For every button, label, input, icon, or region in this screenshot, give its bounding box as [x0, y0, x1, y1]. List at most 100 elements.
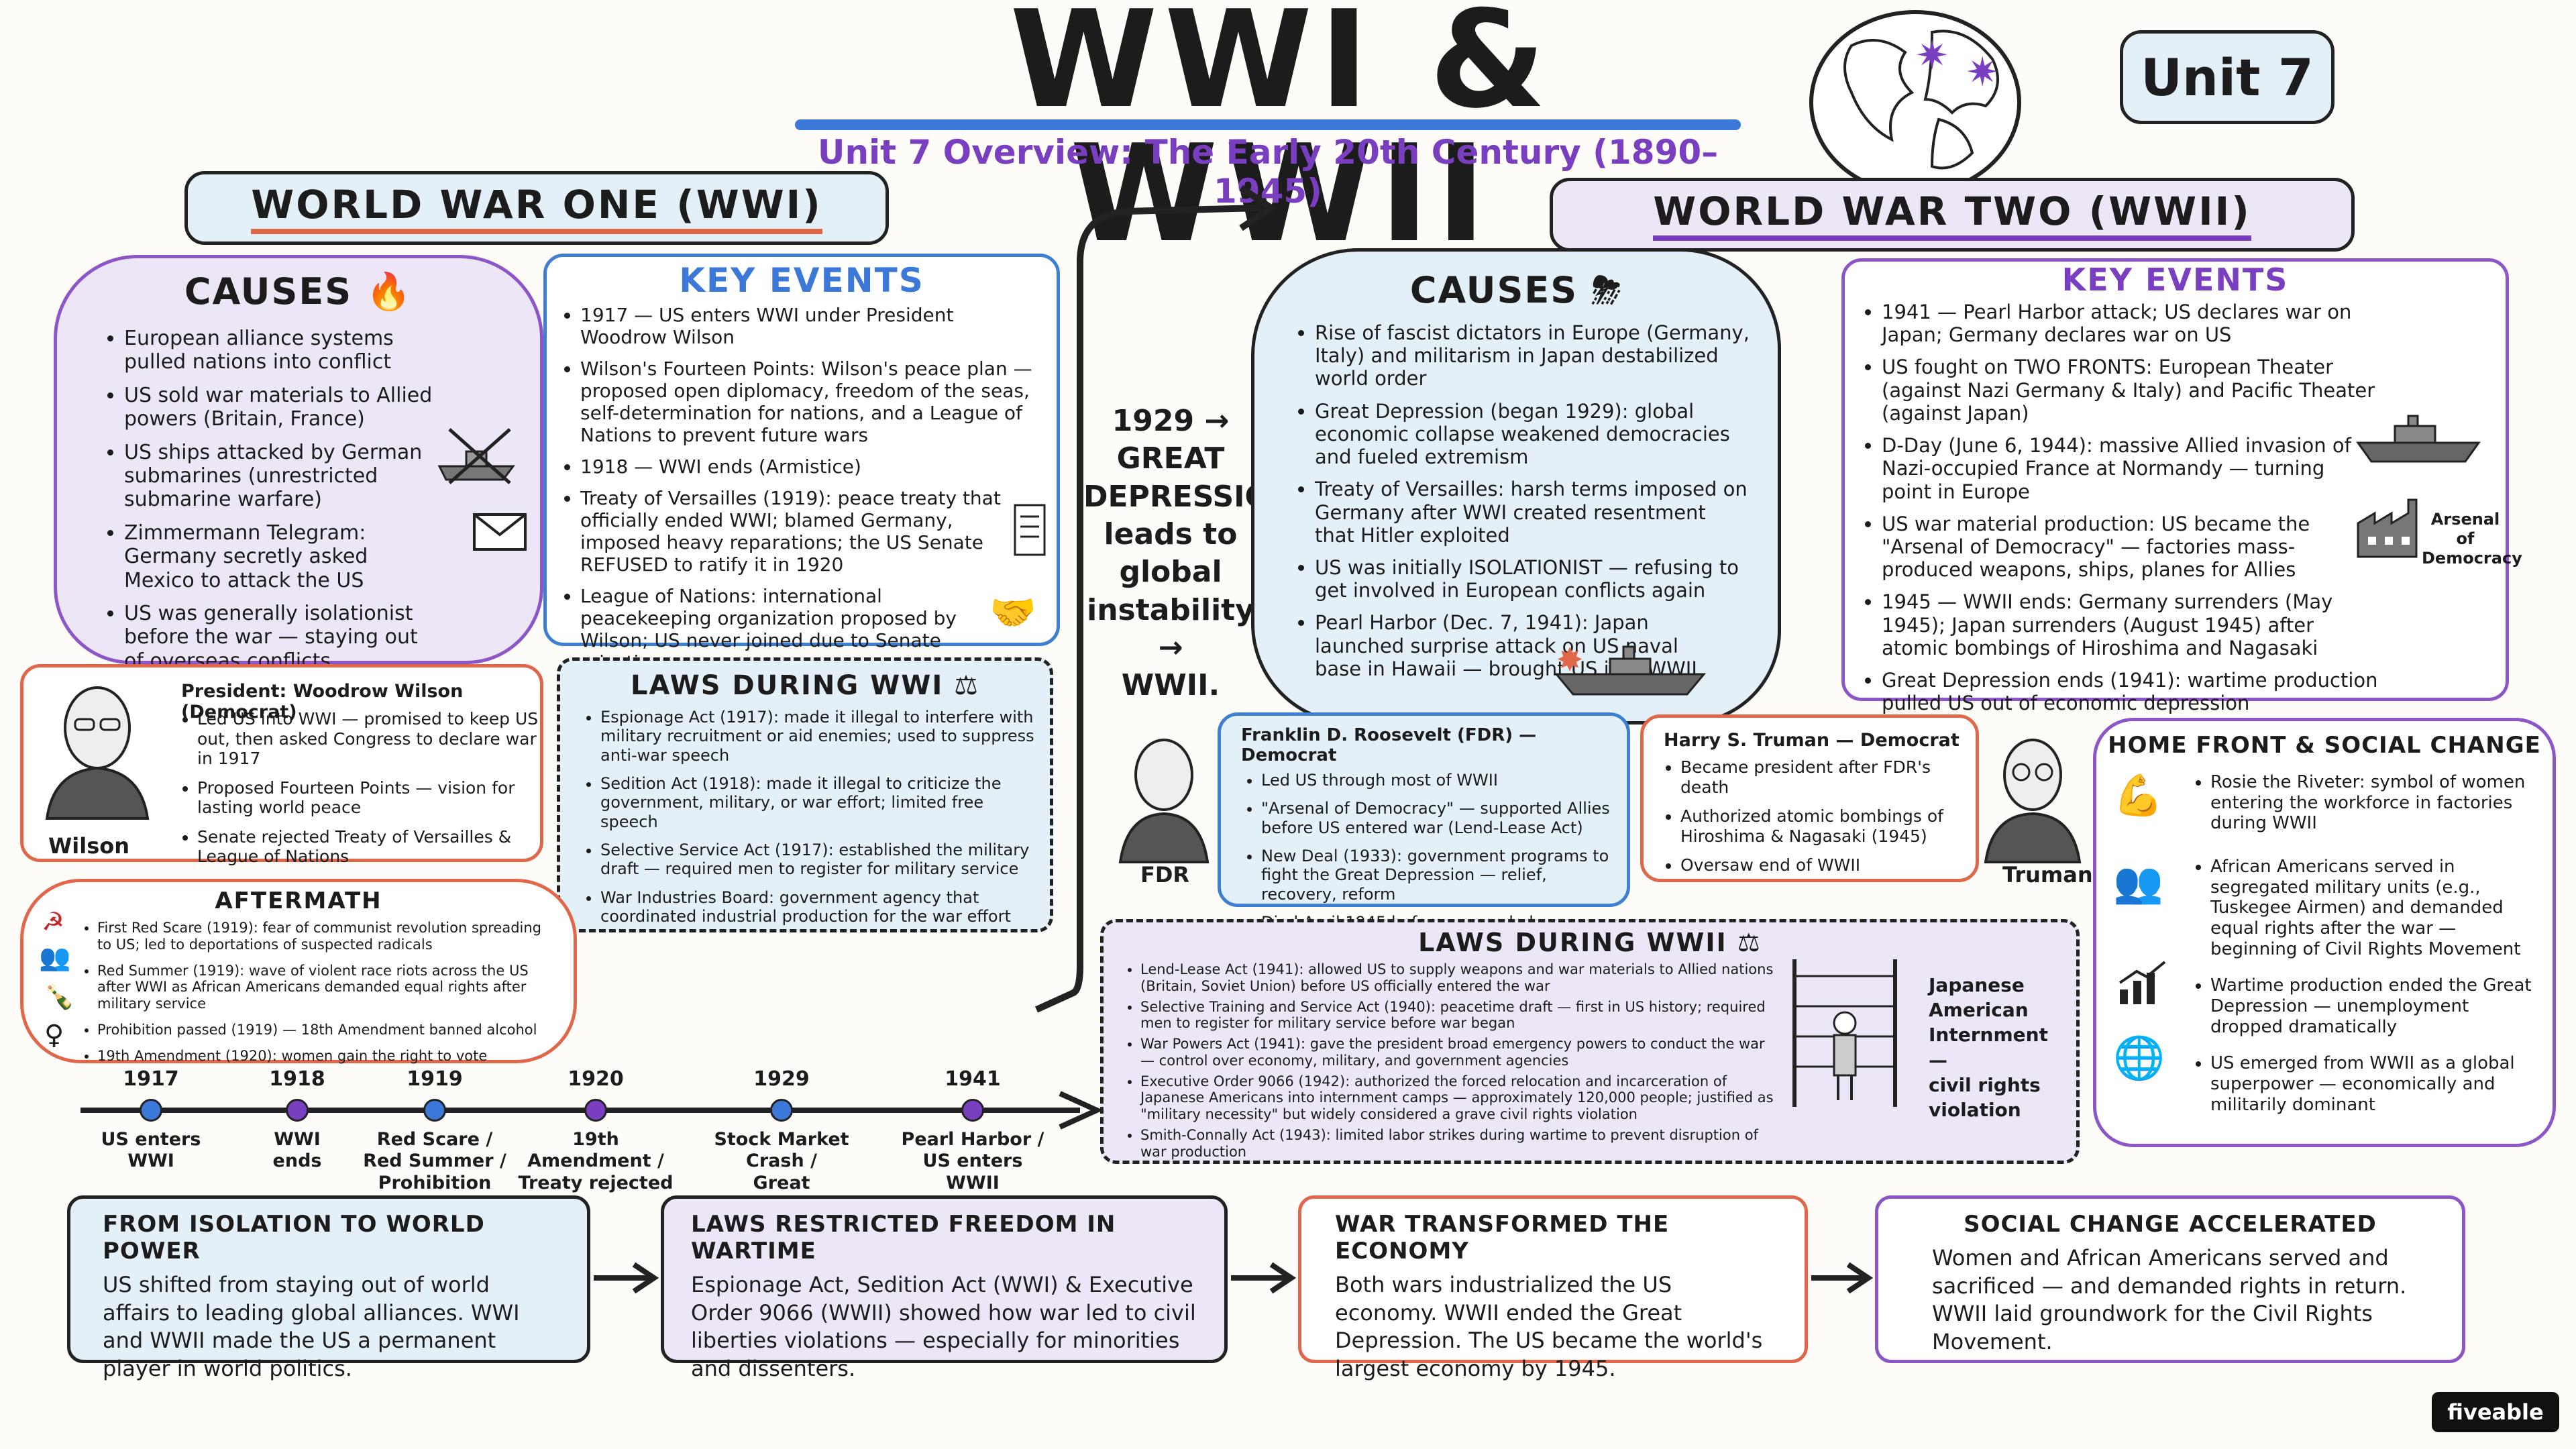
- list-item: Great Depression (began 1929): global ec…: [1315, 400, 1751, 469]
- list-item: Senate rejected Treaty of Versailles & L…: [197, 827, 543, 867]
- bridge-line: DEPRESSION→: [1083, 479, 1320, 514]
- home-front-card: HOME FRONT & SOCIAL CHANGE Rosie the Riv…: [2093, 718, 2556, 1147]
- timeline-label: 19th Amendment /Treaty rejected: [515, 1129, 676, 1194]
- list-item: Red Summer (1919): wave of violent race …: [97, 963, 553, 1012]
- wwi-causes-title: CAUSES: [184, 270, 353, 313]
- scroll-icon: [1014, 504, 1046, 556]
- list-item: Treaty of Versailles: harsh terms impose…: [1315, 478, 1751, 547]
- timeline-label-line: Red Scare /: [376, 1129, 493, 1150]
- brand-label: fiveable: [2447, 1399, 2544, 1425]
- truman-card: Harry S. Truman — Democrat Became presid…: [1640, 714, 1979, 882]
- list-item: League of Nations: international peaceke…: [580, 585, 1043, 674]
- wwii-banner: WORLD WAR TWO (WWII): [1550, 178, 2355, 252]
- summary-card-4: SOCIAL CHANGE ACCELERATED Women and Afri…: [1875, 1195, 2465, 1363]
- summary-title-3: WAR TRANSFORMED THE ECONOMY: [1335, 1211, 1670, 1265]
- flexed-arm-icon: 💪: [2113, 772, 2163, 819]
- bridge-line: 1929 →: [1112, 404, 1230, 438]
- bridge-line: leads to: [1104, 517, 1238, 551]
- timeline-marker: [423, 1099, 446, 1122]
- fire-icon: 🔥: [366, 270, 413, 313]
- wwi-banner-label: WORLD WAR ONE (WWI): [251, 182, 822, 234]
- wwii-causes-list: Rise of fascist dictators in Europe (Ger…: [1254, 321, 1778, 680]
- timeline-label-line: Prohibition: [378, 1172, 492, 1193]
- list-item: US sold war materials to Allied powers (…: [124, 384, 439, 431]
- wwi-laws-list: Espionage Act (1917): made it illegal to…: [560, 708, 1050, 926]
- truman-label: Truman: [2002, 862, 2093, 888]
- list-item: Authorized atomic bombings of Hiroshima …: [1680, 806, 1966, 846]
- globe-icon: ✷ ✷: [1809, 10, 2021, 195]
- list-item: Led US through most of WWII: [1261, 771, 1613, 790]
- list-item: Selective Training and Service Act (1940…: [1140, 999, 1774, 1032]
- internment-line: civil rights: [1929, 1073, 2041, 1096]
- truman-title: Harry S. Truman — Democrat: [1664, 730, 1960, 751]
- gavel-icon: ⚖: [1737, 928, 1762, 957]
- factory-icon: [2357, 498, 2418, 558]
- timeline-label-line: WWI: [127, 1150, 174, 1172]
- list-item: Lend-Lease Act (1941): allowed US to sup…: [1140, 961, 1774, 995]
- internment-label: Japanese American Internment — civil rig…: [1929, 973, 2063, 1122]
- timeline-label-line: Treaty rejected: [518, 1172, 674, 1193]
- list-item: Rise of fascist dictators in Europe (Ger…: [1315, 321, 1751, 390]
- list-item: Sedition Act (1918): made it illegal to …: [600, 774, 1036, 831]
- wwi-causes-list: European alliance systems pulled nations…: [57, 327, 540, 673]
- timeline-marker: [140, 1099, 162, 1122]
- wwi-banner: WORLD WAR ONE (WWI): [184, 171, 889, 245]
- timeline-year: 1919: [407, 1067, 463, 1091]
- gavel-icon: ⚖: [954, 670, 980, 701]
- timeline-label-line: 19th Amendment /: [527, 1129, 664, 1172]
- storm-cloud-icon: ⛈: [1591, 269, 1623, 311]
- list-item: Wartime production ended the Great Depre…: [2210, 975, 2532, 1037]
- list-item: US emerged from WWII as a global superpo…: [2210, 1053, 2532, 1115]
- timeline-marker: [286, 1099, 309, 1122]
- list-item: Executive Order 9066 (1942): authorized …: [1140, 1073, 1774, 1123]
- list-item: 19th Amendment (1920): women gain the ri…: [97, 1048, 553, 1065]
- list-item: US was initially ISOLATIONIST — refusing…: [1315, 556, 1751, 602]
- timeline-label-line: US enters: [101, 1129, 201, 1150]
- timeline-label-line: ends: [272, 1150, 322, 1172]
- list-item: Became president after FDR's death: [1680, 757, 1966, 797]
- list-item: US ships attacked by German submarines (…: [124, 441, 439, 512]
- summary-title-2: LAWS RESTRICTED FREEDOM IN WARTIME: [691, 1211, 1116, 1265]
- unit-badge: Unit 7: [2120, 30, 2334, 124]
- summary-card-1: FROM ISOLATION TO WORLD POWER US shifted…: [67, 1195, 590, 1381]
- venus-icon: ♀: [44, 1020, 64, 1051]
- wwii-laws-title: LAWS DURING WWII: [1418, 928, 1727, 957]
- fdr-list: Led US through most of WWII "Arsenal of …: [1221, 771, 1627, 932]
- handshake-icon: 🤝: [989, 591, 1036, 635]
- list-item: Selective Service Act (1917): establishe…: [600, 841, 1036, 879]
- arsenal-label: Arsenal of Democracy: [2422, 510, 2522, 568]
- chart-up-icon: [2118, 961, 2166, 1004]
- list-item: African Americans served in segregated m…: [2210, 857, 2532, 959]
- wwii-causes-title: CAUSES: [1409, 269, 1578, 311]
- wilson-list: Led US into WWI — promised to keep US ou…: [168, 709, 543, 876]
- list-item: War Industries Board: government agency …: [600, 888, 1036, 926]
- timeline-year: 1918: [269, 1067, 325, 1091]
- wwii-key-events-card: KEY EVENTS 1941 — Pearl Harbor attack; U…: [1841, 258, 2509, 714]
- list-item: Zimmermann Telegram: Germany secretly as…: [124, 521, 439, 592]
- wwi-key-events-card: KEY EVENTS 1917 — US enters WWI under Pr…: [543, 254, 1060, 674]
- summary-title-4: SOCIAL CHANGE ACCELERATED: [1964, 1211, 2377, 1238]
- title-underline: [795, 119, 1741, 130]
- summary-text-4: Women and African Americans served and s…: [1932, 1245, 2407, 1354]
- wwii-causes-card: CAUSES ⛈ Rise of fascist dictators in Eu…: [1251, 248, 1781, 724]
- svg-text:✷: ✷: [1966, 49, 1999, 96]
- fdr-card: Franklin D. Roosevelt (FDR) — Democrat L…: [1218, 712, 1630, 932]
- group-icon: 👥: [2113, 859, 2163, 906]
- list-item: D-Day (June 6, 1944): massive Allied inv…: [1882, 434, 2378, 503]
- barbed-wire-fence-icon: [1792, 959, 1897, 1107]
- list-item: Led US into WWI — promised to keep US ou…: [197, 709, 543, 769]
- timeline-axis: [80, 1091, 1104, 1130]
- bridge-line: WWII.: [1121, 668, 1220, 703]
- summary-card-3: WAR TRANSFORMED THE ECONOMY Both wars in…: [1298, 1195, 1808, 1381]
- aftermath-title: AFTERMATH: [215, 888, 382, 914]
- wilson-title: President: Woodrow Wilson (Democrat): [181, 681, 464, 722]
- page-title: WWI & WWII: [1010, 0, 1553, 272]
- timeline-label: Red Scare /Red Summer /Prohibition: [354, 1129, 515, 1194]
- world-icon: 🌐: [2113, 1033, 2165, 1082]
- wwi-laws-card: LAWS DURING WWI ⚖ Espionage Act (1917): …: [557, 657, 1053, 932]
- list-item: New Deal (1933): government programs to …: [1261, 847, 1613, 904]
- wwi-causes-card: CAUSES 🔥 European alliance systems pulle…: [57, 258, 540, 673]
